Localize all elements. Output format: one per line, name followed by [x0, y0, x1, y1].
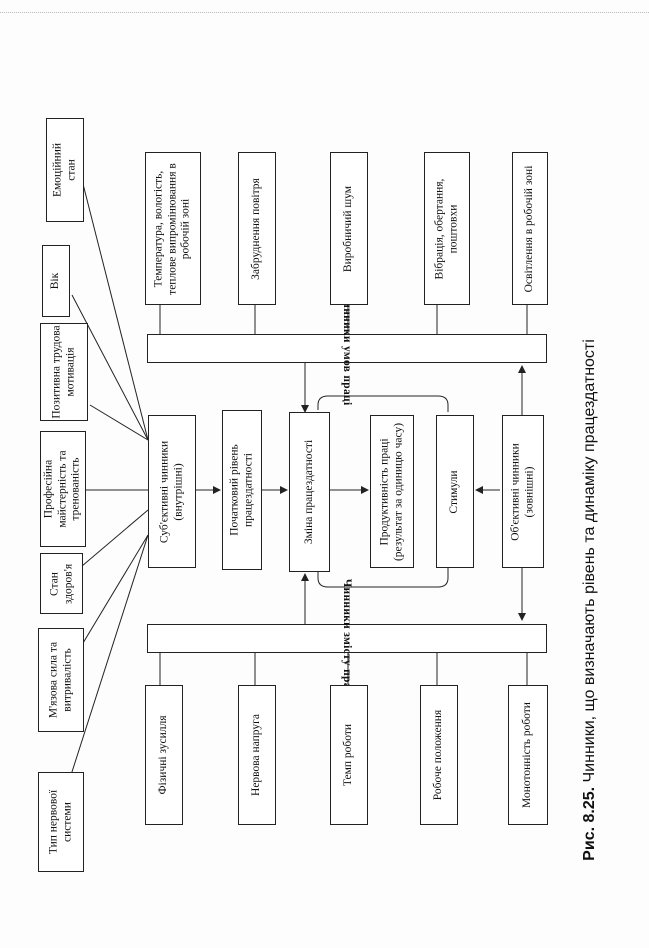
content-factors-bar: Чинники змісту праці — [147, 578, 547, 699]
line-nervous-type — [61, 534, 149, 804]
initial-level-box: Початковий рівень працездатності — [222, 410, 262, 570]
factor-physical-effort: Фізичні зусилля — [145, 685, 183, 825]
factor-emotional-state: Емоційний стан — [46, 118, 84, 222]
line-motivation — [89, 404, 149, 441]
loop-bottom — [314, 561, 449, 588]
conditions-factors-bar: Чинники умов праці — [147, 292, 547, 405]
caption-text: Чинники, що визначають рівень та динамік… — [581, 339, 598, 787]
caption-label: Рис. 8.25. — [581, 786, 598, 861]
productivity-box: Продуктивність праці (результат за одини… — [370, 415, 414, 568]
factor-age: Вік — [42, 245, 70, 317]
factor-noise: Виробничий шум — [330, 152, 368, 305]
objective-factors-box: Об'єктивні чинники (зовнішні) — [502, 415, 544, 568]
performance-change-box: Зміна працездатності — [289, 412, 330, 572]
factor-nervous-system-type: Тип нервової системи — [38, 772, 84, 872]
factor-mastery: Професійна майстерність та тренованість — [40, 431, 86, 547]
factor-lighting: Освітлення в робочій зоні — [512, 152, 548, 305]
line-emotional — [81, 179, 149, 441]
factor-muscle-strength: М'язова сила та витривалість — [38, 628, 84, 732]
loop-top — [317, 395, 449, 412]
subjective-factors-box: Суб'єктивні чинники (внутрішні) — [148, 415, 196, 568]
stimuli-box: Стимули — [436, 415, 474, 568]
factor-work-tempo: Темп роботи — [330, 685, 368, 825]
factor-temperature: Температура, вологість, теплове випромін… — [145, 152, 201, 305]
factor-nervous-tension: Нервова напруга — [238, 685, 276, 825]
factor-air-pollution: Забруднення повітря — [238, 152, 276, 305]
factor-motivation: Позитивна трудова мотивація — [40, 323, 88, 421]
factor-health: Стан здоров'я — [40, 553, 83, 614]
factor-vibration: Вібрація, обертання, поштовхи — [424, 152, 470, 305]
factor-work-monotony: Монотонність роботи — [508, 685, 548, 825]
factor-work-position: Робоче положення — [420, 685, 458, 825]
scan-edge — [0, 12, 649, 13]
line-age — [71, 294, 149, 441]
